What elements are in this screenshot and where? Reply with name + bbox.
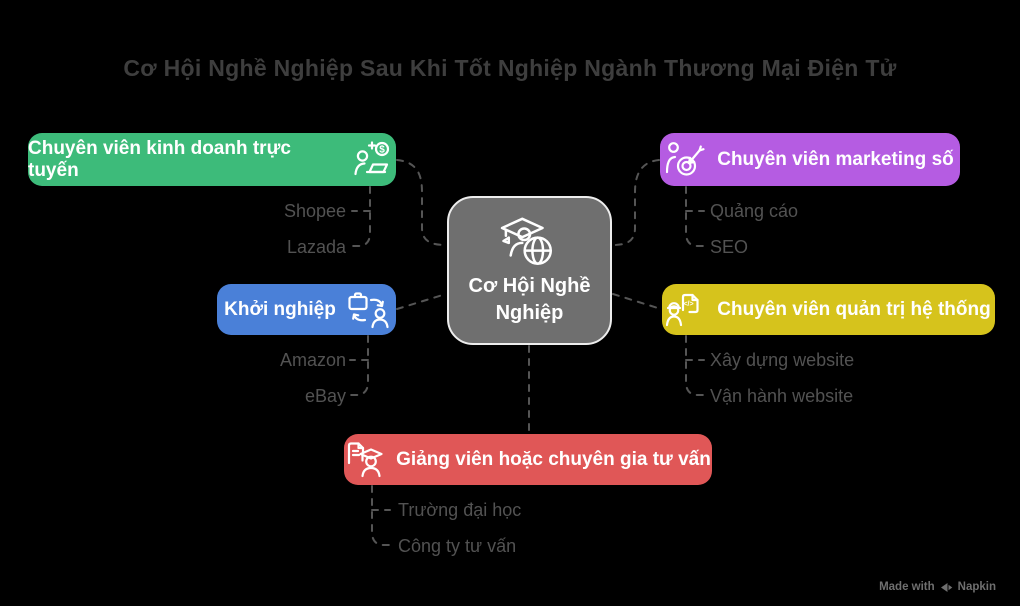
leaf-cong-ty-tu-van: Công ty tư vấn	[398, 536, 517, 556]
leaf-xay-dung-website: Xây dựng website	[710, 350, 855, 370]
branch-digital-marketing: Chuyên viên marketing số	[660, 133, 960, 186]
person-target-icon	[666, 141, 705, 176]
graduate-globe-icon	[500, 217, 552, 265]
leaf-seo: SEO	[710, 237, 749, 257]
leaf-truong-dai-hoc: Trường đại học	[398, 500, 522, 520]
branch-online-business-label: Chuyên viên kinh doanh trực tuyến	[28, 137, 291, 181]
svg-text:$: $	[379, 144, 385, 155]
connector-startup-to-center	[396, 293, 447, 310]
branch-startup-label: Khởi nghiệp	[224, 298, 336, 320]
connector-startup-children-trunk	[349, 335, 369, 396]
branch-startup: Khởi nghiệp	[217, 284, 396, 335]
napkin-logo-icon	[940, 582, 952, 592]
branch-lecturer-consultant: Giảng viên hoặc chuyên gia tư vấn	[344, 434, 712, 485]
briefcase-swap-person-icon	[348, 291, 389, 328]
document-graduate-icon	[348, 441, 383, 477]
connector-lecturer-children-trunk	[371, 485, 391, 546]
leaf-shopee: Shopee	[283, 201, 346, 221]
diagram-title: Cơ Hội Nghề Nghiệp Sau Khi Tốt Nghiệp Ng…	[123, 55, 897, 81]
connector-marketing-children-trunk	[685, 186, 705, 247]
napkin-watermark[interactable]: Made with Napkin	[879, 581, 996, 593]
connector-system-children-trunk	[685, 335, 705, 396]
leaf-van-hanh-website: Vận hành website	[710, 386, 854, 406]
branch-system-admin: </> Chuyên viên quản trị hệ thống	[662, 284, 995, 335]
branch-digital-marketing-label: Chuyên viên marketing số	[717, 148, 954, 170]
leaf-lazada: Lazada	[286, 237, 346, 257]
leaf-amazon: Amazon	[279, 350, 346, 370]
center-node: Cơ Hội Nghề Nghiệp	[447, 196, 612, 345]
person-laptop-dollar-icon: $	[354, 140, 390, 175]
leaf-ebay: eBay	[304, 386, 346, 406]
connector-online-to-center	[396, 159, 447, 246]
watermark-prefix: Made with	[879, 581, 935, 593]
svg-text:</>: </>	[684, 301, 694, 308]
connector-system-to-center	[612, 293, 662, 310]
branch-online-business: Chuyên viên kinh doanh trực tuyến $	[28, 133, 396, 186]
branch-lecturer-consultant-label: Giảng viên hoặc chuyên gia tư vấn	[396, 448, 711, 470]
connector-marketing-to-center	[612, 159, 660, 246]
connector-online-children-trunk	[351, 186, 371, 247]
center-node-label: Cơ Hội Nghề Nghiệp	[468, 275, 591, 324]
leaf-quang-cao: Quảng cáo	[710, 201, 799, 221]
person-code-document-icon: </>	[666, 293, 699, 326]
watermark-brand: Napkin	[957, 581, 996, 593]
branch-system-admin-label: Chuyên viên quản trị hệ thống	[717, 298, 991, 320]
